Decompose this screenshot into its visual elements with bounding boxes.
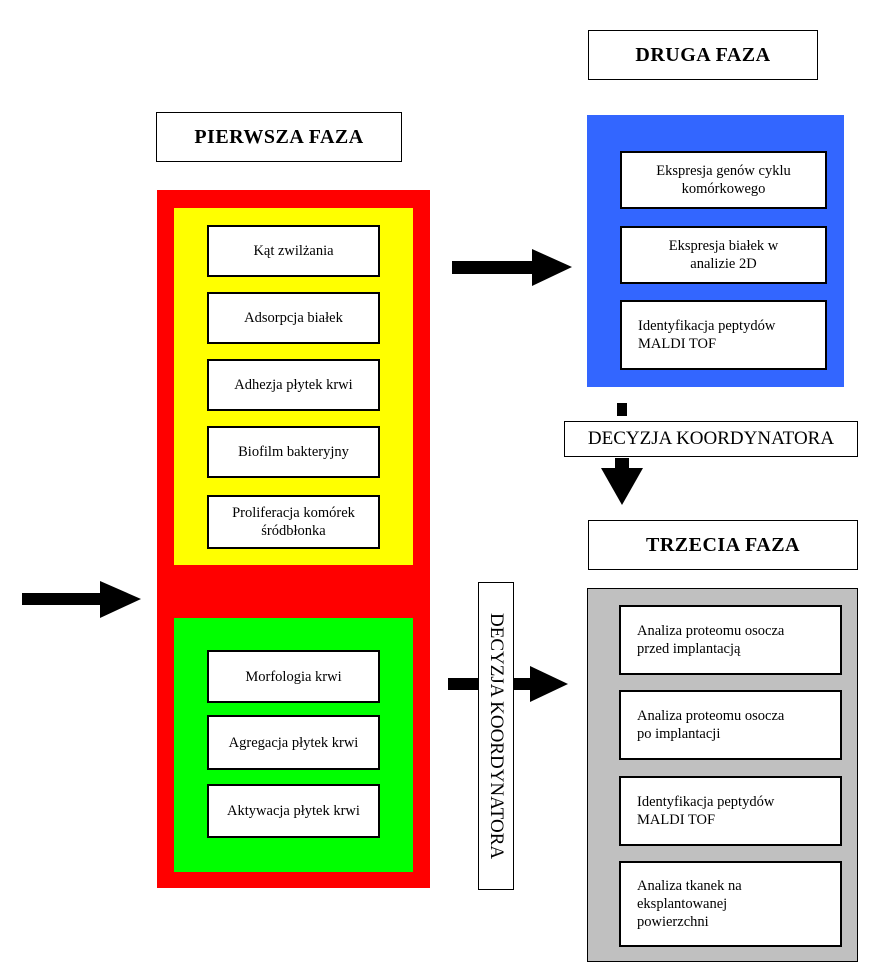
entry-arrow-icon — [22, 581, 141, 618]
phase1-group-b: Morfologia krwi Agregacja płytek krwi Ak… — [174, 618, 413, 872]
phase1-item: Aktywacja płytek krwi — [207, 784, 380, 838]
arrow-group — [22, 249, 643, 702]
phase3-item: Analiza tkanek na eksplantowanej powierz… — [619, 861, 842, 947]
phase3-title: TRZECIA FAZA — [588, 520, 858, 570]
phase2-item: Identyfikacja peptydów MALDI TOF — [620, 300, 827, 370]
phase2-panel: Ekspresja genów cyklu komórkowego Ekspre… — [587, 115, 844, 387]
coordinator-decision-vertical: DECYZJA KOORDYNATORA — [478, 582, 514, 890]
phase1-item: Agregacja płytek krwi — [207, 715, 380, 770]
phase2-title: DRUGA FAZA — [588, 30, 818, 80]
phase1-item: Biofilm bakteryjny — [207, 426, 380, 478]
phase1-item: Adhezja płytek krwi — [207, 359, 380, 411]
phase1-panel: Kąt zwilżania Adsorpcja białek Adhezja p… — [157, 190, 430, 888]
phase1-item: Morfologia krwi — [207, 650, 380, 703]
phase2-to-phase3-arrow-icon — [601, 403, 643, 505]
phase3-item: Identyfikacja peptydów MALDI TOF — [619, 776, 842, 846]
phase1-item: Kąt zwilżania — [207, 225, 380, 277]
phase2-item: Ekspresja genów cyklu komórkowego — [620, 151, 827, 209]
phase1-title: PIERWSZA FAZA — [156, 112, 402, 162]
phase1-to-phase2-arrow-icon — [452, 249, 572, 286]
phase1-group-a: Kąt zwilżania Adsorpcja białek Adhezja p… — [174, 208, 413, 565]
phase1-to-phase3-arrow-icon — [448, 666, 568, 702]
phase3-item: Analiza proteomu osocza po implantacji — [619, 690, 842, 760]
phase1-item: Proliferacja komórek śródbłonka — [207, 495, 380, 549]
coordinator-decision-horizontal: DECYZJA KOORDYNATORA — [564, 421, 858, 457]
phase3-item: Analiza proteomu osocza przed implantacj… — [619, 605, 842, 675]
phase2-item: Ekspresja białek w analizie 2D — [620, 226, 827, 284]
phase1-item: Adsorpcja białek — [207, 292, 380, 344]
phase3-panel: Analiza proteomu osocza przed implantacj… — [587, 588, 858, 962]
